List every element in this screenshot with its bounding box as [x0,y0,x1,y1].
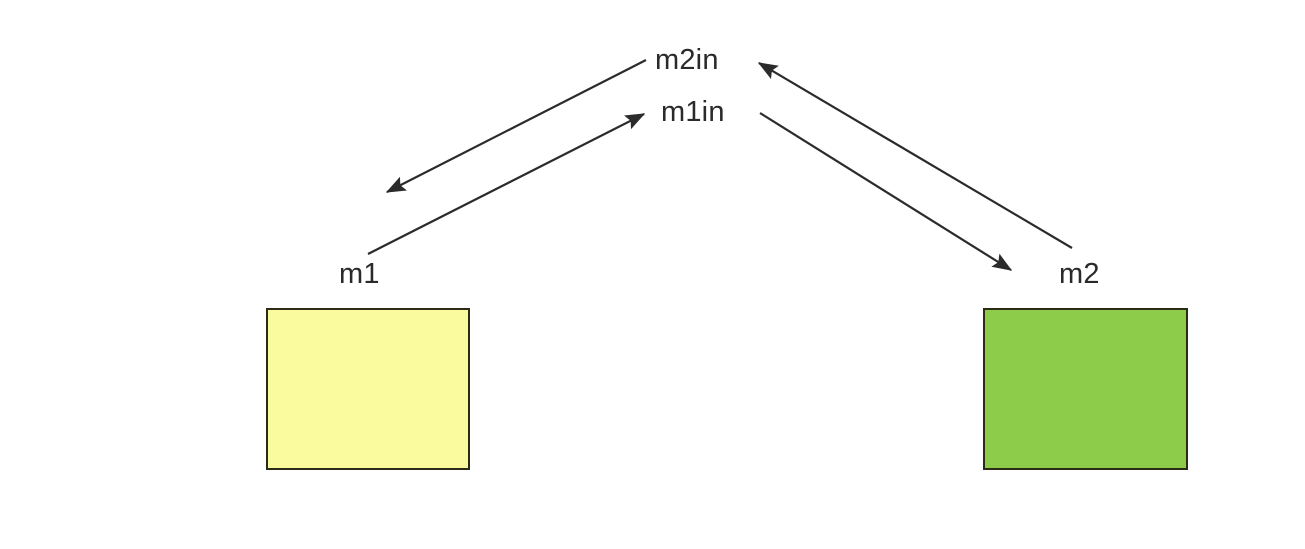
node-box-m1[interactable] [266,308,470,470]
edge-m1-to-m1in [367,113,646,255]
node-box-m2[interactable] [983,308,1188,470]
node-label-m1: m1 [339,258,380,290]
interface-label-m1in: m1in [661,96,725,128]
edge-m1in-to-m2 [759,112,1013,271]
interface-label-m2in: m2in [655,44,719,76]
edge-m2in-to-m1 [385,59,647,193]
edge-m2-to-m2in [757,62,1073,249]
node-label-m2: m2 [1059,258,1100,290]
